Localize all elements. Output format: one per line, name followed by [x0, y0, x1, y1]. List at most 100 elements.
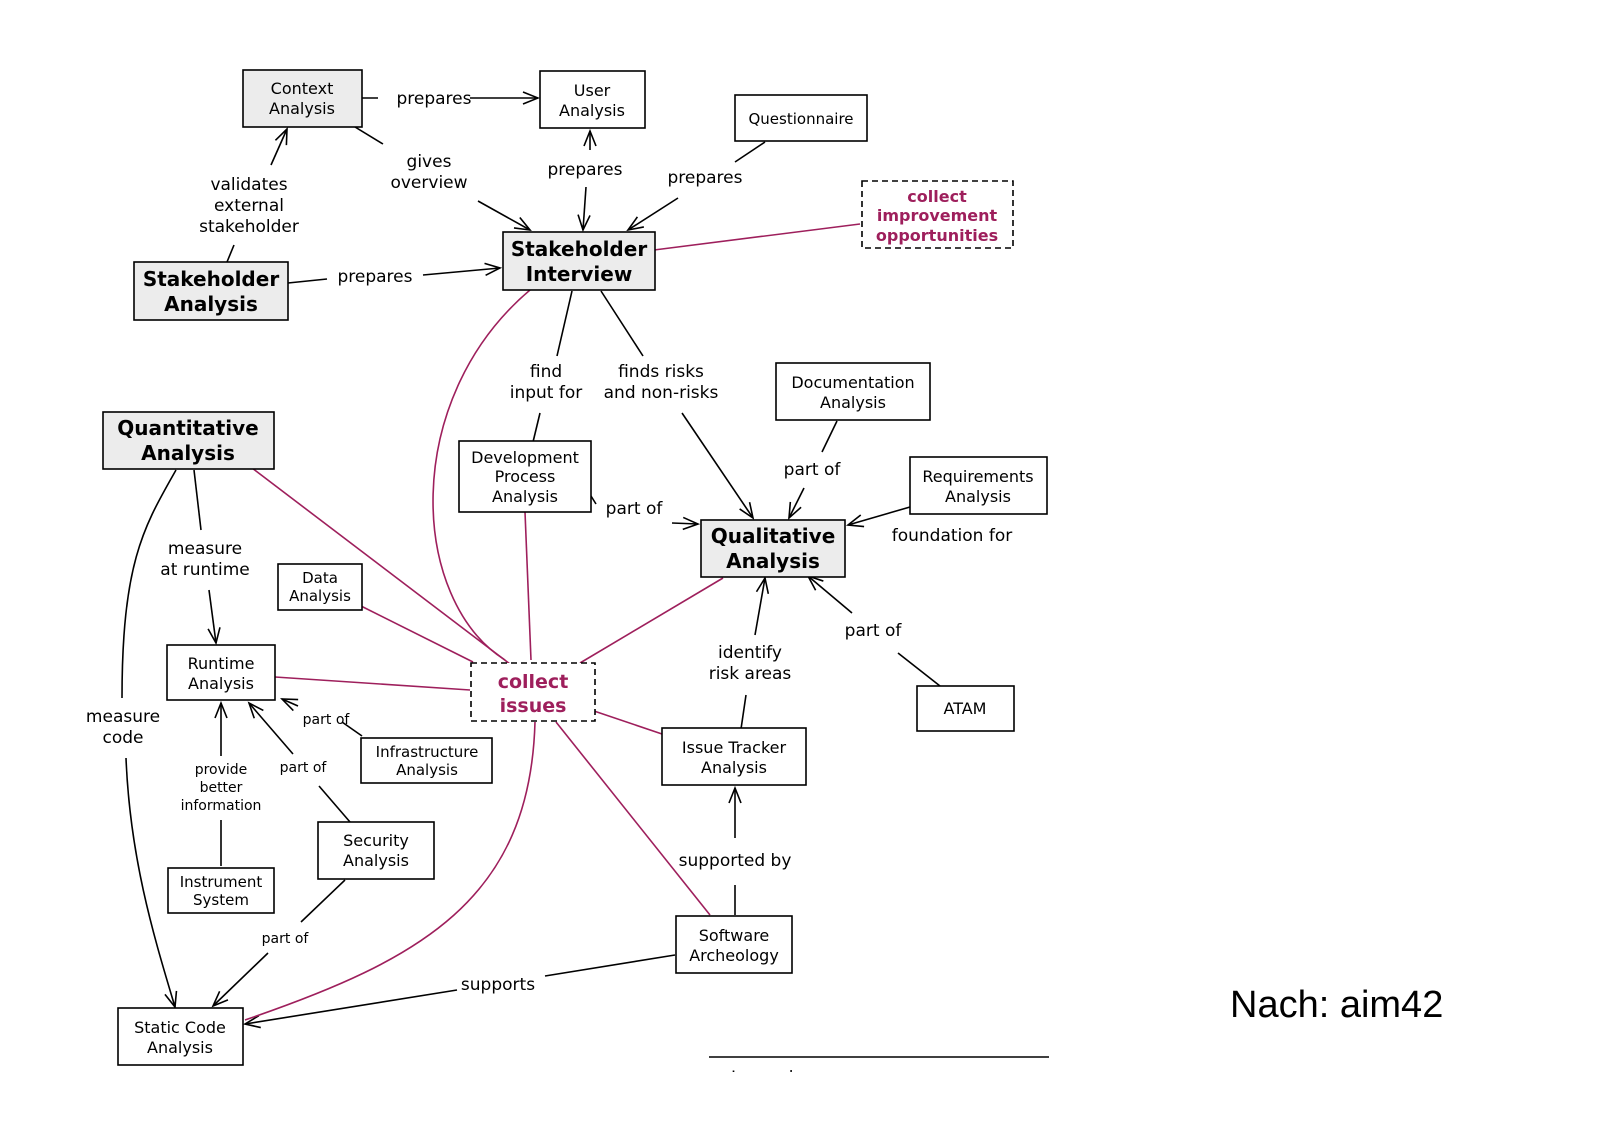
label-measure-code: code — [103, 728, 144, 748]
source-credit: Nach: aim42 — [1230, 984, 1444, 1026]
node-quantitative-analysis[interactable]: Quantitative Analysis — [102, 411, 275, 470]
node-label-line: Static Code — [134, 1018, 226, 1037]
node-software-archeology[interactable]: Software Archeology — [675, 915, 793, 974]
node-label-line: Analysis — [945, 487, 1011, 506]
edges-black — [121, 98, 941, 1024]
edge-atam-partof — [897, 652, 941, 687]
node-label-line: Analysis — [269, 99, 335, 118]
node-documentation-analysis[interactable]: Documentation Analysis — [775, 362, 931, 421]
label-measure-code: measure — [86, 707, 160, 727]
node-security-analysis[interactable]: Security Analysis — [317, 821, 435, 880]
edge-issues-static — [244, 721, 536, 1021]
node-issue-tracker-analysis[interactable]: Issue Tracker Analysis — [661, 727, 807, 786]
label-supports: supports — [461, 975, 535, 995]
node-label-line: Stakeholder — [143, 267, 280, 291]
node-label-line: issues — [500, 695, 567, 717]
node-label-line: Documentation — [791, 373, 914, 392]
edge-measurecode-static — [125, 757, 175, 1007]
label-finds-risks: finds risks — [618, 362, 704, 382]
edge-devprocess-issues — [524, 511, 532, 661]
node-context-analysis[interactable]: Context Analysis — [242, 69, 363, 128]
node-qualitative-analysis[interactable]: Qualitative Analysis — [700, 519, 846, 578]
node-label-line: Interview — [526, 262, 633, 286]
edge-prepares-interview-q — [628, 197, 679, 230]
edge-archeology-supports — [544, 954, 676, 977]
edge-partof-qualitative-doc — [789, 487, 805, 518]
edge-identify-qualitative — [754, 578, 765, 636]
label-validates: stakeholder — [199, 217, 299, 237]
edge-interview-find — [556, 290, 573, 357]
label-supported-by: supported by — [679, 851, 792, 871]
node-label-line: System — [193, 891, 249, 909]
node-requirements-analysis[interactable]: Requirements Analysis — [909, 456, 1048, 515]
edge-interview-finds — [600, 290, 644, 357]
node-label-line: collect — [907, 187, 967, 206]
edge-supports-static — [245, 989, 458, 1024]
label-prepares: prepares — [667, 168, 742, 188]
label-prepares: prepares — [547, 160, 622, 180]
node-atam[interactable]: ATAM — [916, 685, 1015, 732]
node-data-analysis[interactable]: Data Analysis — [277, 563, 363, 611]
label-provide-better: better — [200, 780, 243, 796]
node-label-line: Analysis — [188, 674, 254, 693]
node-infrastructure-analysis[interactable]: Infrastructure Analysis — [360, 737, 493, 784]
edge-gives-interview — [477, 200, 530, 230]
node-label-line: collect — [498, 671, 569, 693]
label-identify-risk: risk areas — [709, 664, 792, 684]
label-find-input: find — [530, 362, 562, 382]
node-label-line: Analysis — [343, 851, 409, 870]
label-find-input: input for — [510, 383, 583, 403]
legend-title: Legend: — [731, 1068, 799, 1088]
edge-interview-improvement — [653, 223, 861, 251]
label-provide-better: provide — [195, 762, 248, 778]
node-label-line: Qualitative — [711, 524, 836, 548]
label-validates: validates — [210, 175, 287, 195]
edge-partof-qualitative-dev — [671, 523, 698, 524]
node-label-line: Stakeholder — [511, 237, 648, 261]
node-label-line: Analysis — [289, 587, 351, 605]
node-development-process-analysis[interactable]: Development Process Analysis — [458, 440, 592, 513]
node-label-line: Archeology — [689, 946, 779, 965]
edge-quantitative-issues — [251, 467, 511, 665]
node-label-line: Process — [495, 467, 556, 486]
edge-prepares-interview-s — [422, 268, 500, 275]
label-part-of: part of — [262, 931, 310, 947]
node-label-line: Analysis — [396, 761, 458, 779]
node-label-line: Analysis — [726, 549, 820, 573]
label-finds-risks: and non-risks — [604, 383, 719, 403]
edge-context-gives — [354, 126, 384, 145]
edge-data-issues — [360, 605, 474, 663]
node-instrument-system[interactable]: Instrument System — [167, 867, 275, 914]
node-label-line: opportunities — [876, 226, 998, 245]
edge-runtime-issues — [274, 676, 471, 691]
edge-devprocess-partof — [590, 495, 597, 505]
edge-issuetracker-identify — [740, 694, 747, 730]
node-label-line: Analysis — [820, 393, 886, 412]
node-static-code-analysis[interactable]: Static Code Analysis — [117, 1007, 244, 1066]
edge-find-devprocess — [532, 412, 541, 443]
node-user-analysis[interactable]: User Analysis — [539, 70, 646, 129]
node-label-line: Instrument — [180, 873, 263, 891]
edge-security-partof — [318, 785, 351, 823]
label-prepares: prepares — [396, 89, 471, 109]
edge-prepares-interview — [583, 186, 586, 230]
node-label-line: Data — [302, 569, 338, 587]
edge-labels: prepares gives overview prepares prepare… — [86, 89, 1012, 995]
edge-validates-context — [270, 129, 287, 166]
node-label-line: Analysis — [492, 487, 558, 506]
node-collect-issues[interactable]: collect issues — [470, 662, 596, 722]
node-label-line: Development — [471, 448, 579, 467]
node-collect-improvement[interactable]: collect improvement opportunities — [861, 180, 1014, 249]
node-runtime-analysis[interactable]: Runtime Analysis — [166, 644, 276, 701]
node-stakeholder-interview[interactable]: Stakeholder Interview — [502, 231, 656, 291]
node-label-line: Analysis — [164, 292, 258, 316]
node-label-line: improvement — [877, 206, 998, 225]
node-label-line: ATAM — [944, 699, 987, 718]
label-part-of: part of — [606, 499, 664, 519]
node-questionnaire[interactable]: Questionnaire — [734, 94, 868, 142]
node-label-line: Security — [343, 831, 409, 850]
label-identify-risk: identify — [718, 643, 782, 663]
node-stakeholder-analysis[interactable]: Stakeholder Analysis — [133, 261, 289, 321]
label-measure-runtime: measure — [168, 539, 242, 559]
